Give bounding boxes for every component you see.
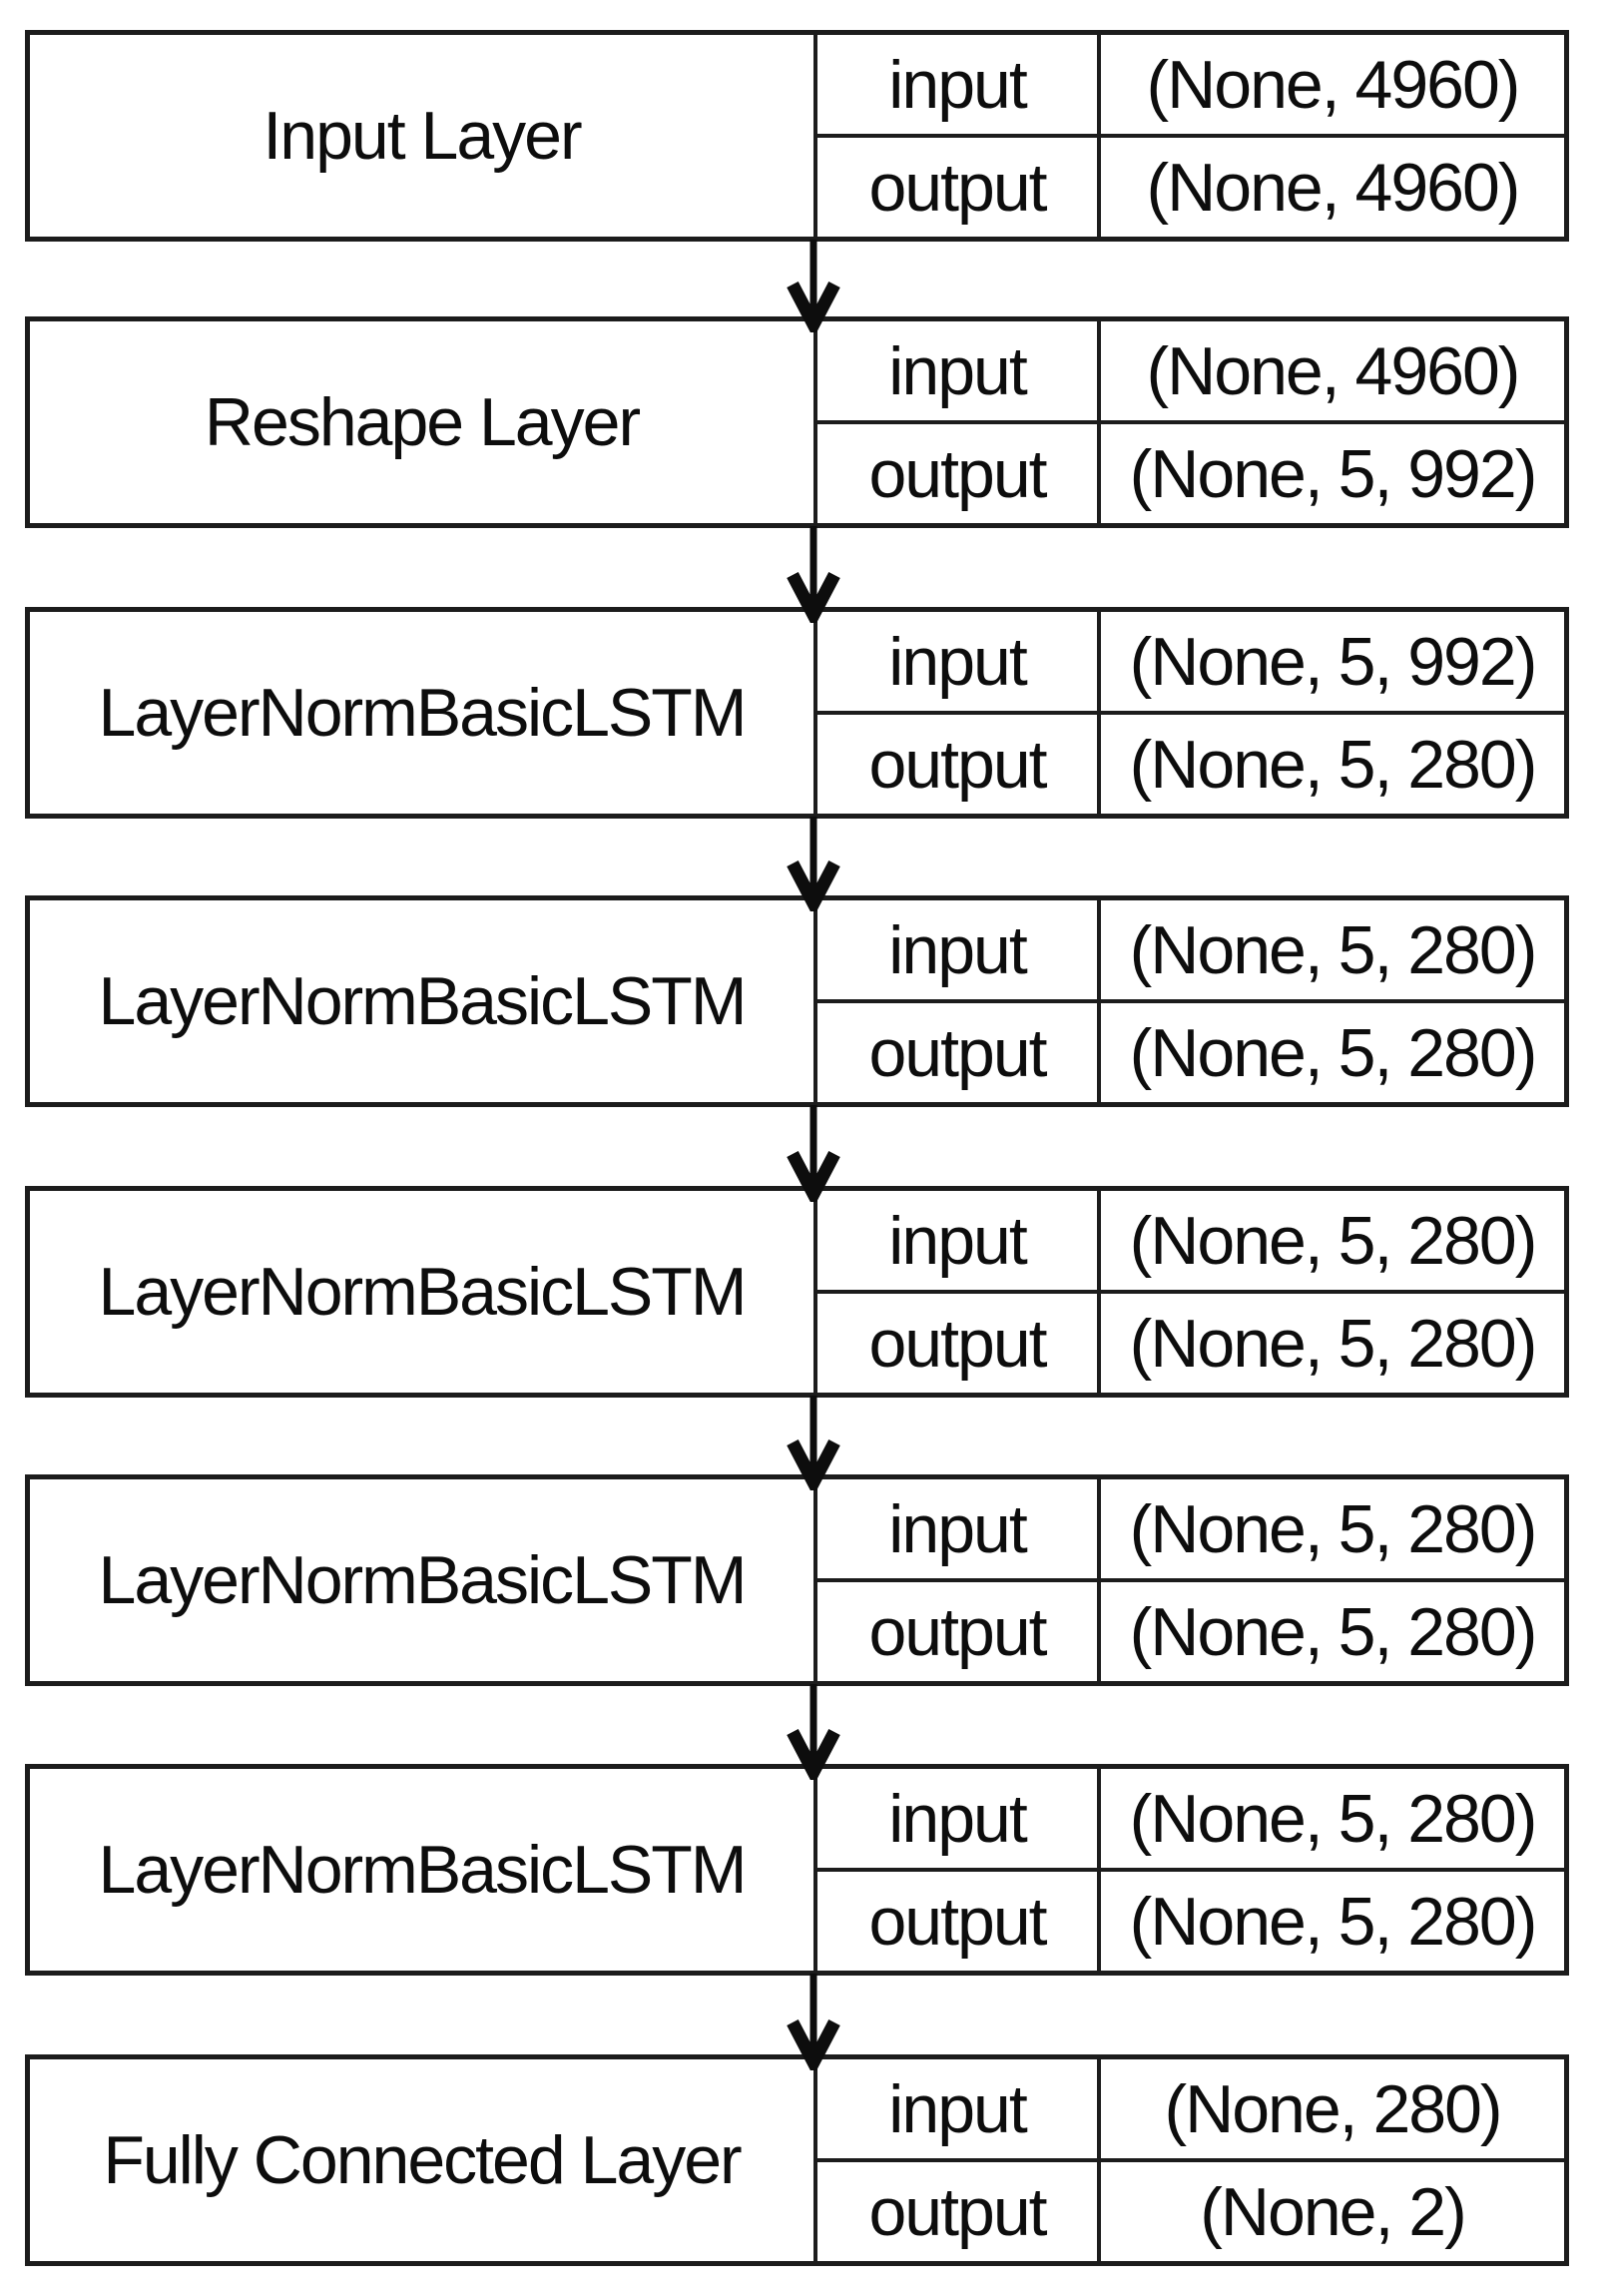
- input-label: input: [817, 612, 1101, 711]
- layer-name: LayerNormBasicLSTM: [98, 1542, 748, 1618]
- output-shape: (None, 2): [1200, 2173, 1466, 2250]
- io-row-output: output (None, 2): [817, 2162, 1564, 2261]
- flow-arrow-down-icon: [787, 1974, 840, 2070]
- layer-block-3: LayerNormBasicLSTM input (None, 5, 992) …: [25, 607, 1569, 819]
- layer-name-cell: Input Layer: [30, 35, 817, 237]
- flow-arrow-down-icon: [787, 240, 840, 332]
- output-label: output: [817, 1294, 1101, 1393]
- input-label: input: [817, 1769, 1101, 1868]
- output-shape: (None, 5, 280): [1129, 1593, 1538, 1670]
- layer-io-table: input (None, 5, 280) output (None, 5, 28…: [817, 1479, 1564, 1681]
- layer-io-table: input (None, 280) output (None, 2): [817, 2059, 1564, 2261]
- flow-arrow-down-icon: [787, 817, 840, 911]
- io-row-input: input (None, 5, 280): [817, 1769, 1564, 1872]
- input-label: input: [817, 900, 1101, 999]
- layer-io-table: input (None, 4960) output (None, 5, 992): [817, 321, 1564, 523]
- io-row-input: input (None, 4960): [817, 35, 1564, 138]
- input-label: input: [817, 2059, 1101, 2158]
- output-shape: (None, 5, 280): [1129, 726, 1538, 803]
- input-shape: (None, 4960): [1146, 332, 1521, 409]
- output-shape: (None, 5, 280): [1129, 1305, 1538, 1382]
- layer-name: LayerNormBasicLSTM: [98, 1254, 748, 1330]
- layer-block-2: Reshape Layer input (None, 4960) output …: [25, 316, 1569, 528]
- flow-arrow-down-icon: [787, 1105, 840, 1202]
- io-row-input: input (None, 5, 280): [817, 1479, 1564, 1582]
- output-shape: (None, 5, 280): [1129, 1014, 1538, 1091]
- layer-io-table: input (None, 5, 280) output (None, 5, 28…: [817, 1191, 1564, 1393]
- input-shape: (None, 5, 280): [1129, 1780, 1538, 1857]
- layer-name-cell: Fully Connected Layer: [30, 2059, 817, 2261]
- io-row-output: output (None, 4960): [817, 138, 1564, 237]
- layer-name-cell: LayerNormBasicLSTM: [30, 1191, 817, 1393]
- output-shape: (None, 5, 992): [1129, 435, 1538, 512]
- output-shape: (None, 5, 280): [1129, 1883, 1538, 1960]
- io-row-input: input (None, 5, 280): [817, 1191, 1564, 1294]
- input-shape: (None, 5, 280): [1129, 1202, 1538, 1279]
- output-label: output: [817, 424, 1101, 523]
- io-row-output: output (None, 5, 280): [817, 1294, 1564, 1393]
- input-shape: (None, 5, 280): [1129, 1490, 1538, 1567]
- layer-name: LayerNormBasicLSTM: [98, 1832, 748, 1908]
- output-label: output: [817, 1872, 1101, 1971]
- layer-block-1: Input Layer input (None, 4960) output (N…: [25, 30, 1569, 242]
- layer-name-cell: LayerNormBasicLSTM: [30, 612, 817, 814]
- io-row-output: output (None, 5, 280): [817, 1582, 1564, 1681]
- flow-arrow-down-icon: [787, 526, 840, 623]
- layer-name: Input Layer: [263, 98, 582, 174]
- layer-io-table: input (None, 5, 280) output (None, 5, 28…: [817, 900, 1564, 1102]
- input-shape: (None, 4960): [1146, 46, 1521, 123]
- io-row-output: output (None, 5, 280): [817, 1003, 1564, 1102]
- flow-arrow-down-icon: [787, 1396, 840, 1490]
- layer-block-6: LayerNormBasicLSTM input (None, 5, 280) …: [25, 1474, 1569, 1686]
- io-row-input: input (None, 5, 992): [817, 612, 1564, 715]
- io-row-output: output (None, 5, 280): [817, 715, 1564, 814]
- layer-io-table: input (None, 5, 280) output (None, 5, 28…: [817, 1769, 1564, 1971]
- layer-name-cell: LayerNormBasicLSTM: [30, 1769, 817, 1971]
- io-row-input: input (None, 280): [817, 2059, 1564, 2162]
- layer-name-cell: LayerNormBasicLSTM: [30, 900, 817, 1102]
- layer-name-cell: LayerNormBasicLSTM: [30, 1479, 817, 1681]
- input-label: input: [817, 35, 1101, 134]
- output-label: output: [817, 715, 1101, 814]
- layer-io-table: input (None, 5, 992) output (None, 5, 28…: [817, 612, 1564, 814]
- layer-block-7: LayerNormBasicLSTM input (None, 5, 280) …: [25, 1764, 1569, 1976]
- input-shape: (None, 5, 280): [1129, 911, 1538, 988]
- output-shape: (None, 4960): [1146, 149, 1521, 226]
- input-label: input: [817, 321, 1101, 420]
- output-label: output: [817, 1582, 1101, 1681]
- flow-arrow-down-icon: [787, 1684, 840, 1780]
- output-label: output: [817, 2162, 1101, 2261]
- output-label: output: [817, 138, 1101, 237]
- layer-block-8: Fully Connected Layer input (None, 280) …: [25, 2054, 1569, 2266]
- layer-block-4: LayerNormBasicLSTM input (None, 5, 280) …: [25, 895, 1569, 1107]
- output-label: output: [817, 1003, 1101, 1102]
- input-label: input: [817, 1479, 1101, 1578]
- io-row-output: output (None, 5, 992): [817, 424, 1564, 523]
- layer-io-table: input (None, 4960) output (None, 4960): [817, 35, 1564, 237]
- input-label: input: [817, 1191, 1101, 1290]
- layer-name: Reshape Layer: [204, 384, 641, 460]
- input-shape: (None, 5, 992): [1129, 623, 1538, 700]
- io-row-output: output (None, 5, 280): [817, 1872, 1564, 1971]
- io-row-input: input (None, 5, 280): [817, 900, 1564, 1003]
- layer-name-cell: Reshape Layer: [30, 321, 817, 523]
- input-shape: (None, 280): [1164, 2070, 1502, 2147]
- layer-name: Fully Connected Layer: [103, 2122, 742, 2198]
- layer-block-5: LayerNormBasicLSTM input (None, 5, 280) …: [25, 1186, 1569, 1398]
- layer-name: LayerNormBasicLSTM: [98, 963, 748, 1039]
- layer-name: LayerNormBasicLSTM: [98, 675, 748, 751]
- io-row-input: input (None, 4960): [817, 321, 1564, 424]
